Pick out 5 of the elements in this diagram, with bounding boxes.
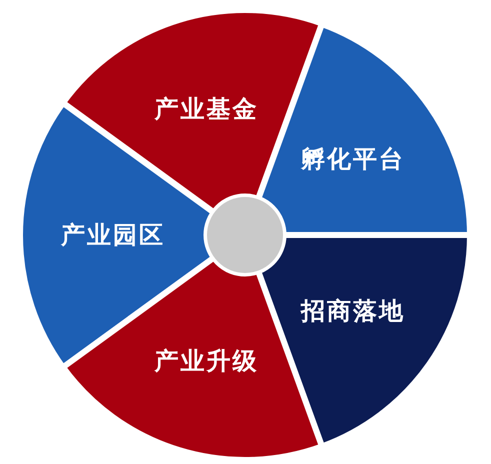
segment-label: 产业园区 <box>61 220 165 251</box>
segment-label: 产业升级 <box>154 346 258 378</box>
segment-label: 孵化平台 <box>301 144 406 176</box>
segment-label: 产业基金 <box>154 94 258 125</box>
segment-label: 招商落地 <box>301 296 406 327</box>
